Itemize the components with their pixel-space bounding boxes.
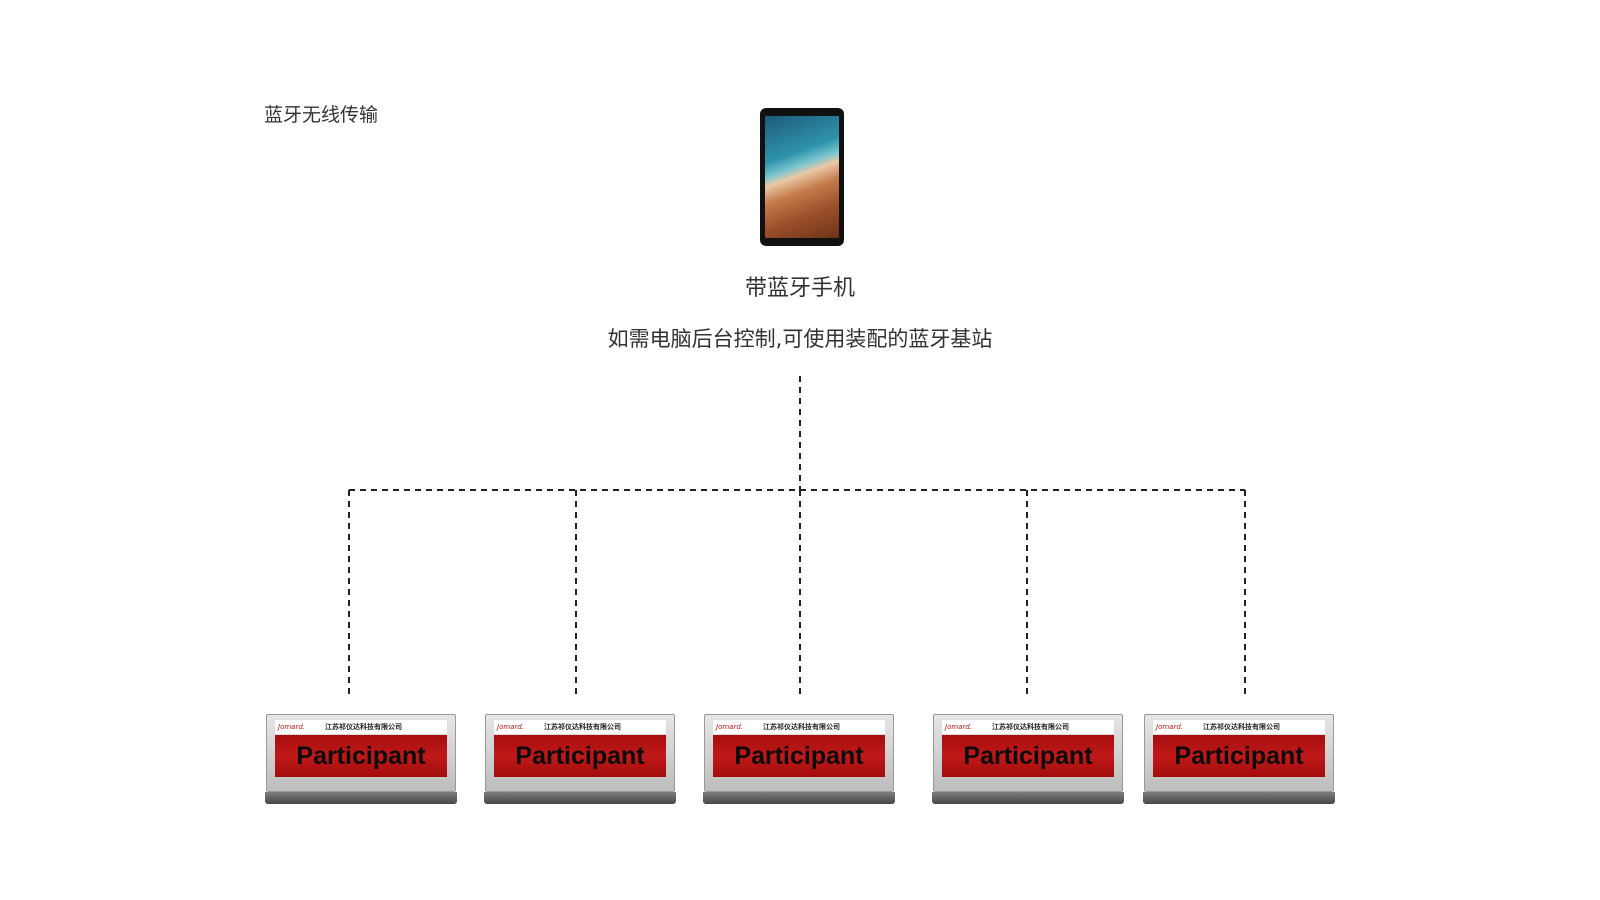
device-note: 如需电脑后台控制,可使用装配的蓝牙基站 [607,327,993,351]
badge-display-text: Participant [494,735,666,777]
device-label: 带蓝牙手机 [744,276,855,301]
badge-frame: Jomard. 江苏祁仪达科技有限公司 Participant [485,714,675,792]
badge-header: Jomard. 江苏祁仪达科技有限公司 [713,720,885,734]
badge-frame: Jomard. 江苏祁仪达科技有限公司 Participant [266,714,456,792]
section-label: 蓝牙无线传输 [264,104,379,126]
badge-company: 江苏祁仪达科技有限公司 [325,723,402,731]
badge-display-text: Participant [1153,735,1325,777]
badge-header: Jomard. 江苏祁仪达科技有限公司 [494,720,666,734]
badge-display-text: Participant [275,735,447,777]
badge-base [265,792,457,804]
badge-display-text: Participant [713,735,885,777]
name-badge-2: Jomard. 江苏祁仪达科技有限公司 Participant [484,714,676,806]
badge-frame: Jomard. 江苏祁仪达科技有限公司 Participant [1144,714,1334,792]
badge-logo: Jomard. [278,723,306,731]
badge-display-text: Participant [942,735,1114,777]
name-badge-1: Jomard. 江苏祁仪达科技有限公司 Participant [265,714,457,806]
badge-logo: Jomard. [716,723,744,731]
badge-frame: Jomard. 江苏祁仪达科技有限公司 Participant [704,714,894,792]
badge-header: Jomard. 江苏祁仪达科技有限公司 [1153,720,1325,734]
badge-company: 江苏祁仪达科技有限公司 [544,723,621,731]
badge-base [1143,792,1335,804]
tablet-screen [765,116,839,238]
badge-base [703,792,895,804]
badge-logo: Jomard. [497,723,525,731]
badge-logo: Jomard. [945,723,973,731]
badge-company: 江苏祁仪达科技有限公司 [763,723,840,731]
badge-company: 江苏祁仪达科技有限公司 [1203,723,1280,731]
name-badge-4: Jomard. 江苏祁仪达科技有限公司 Participant [932,714,1124,806]
badge-frame: Jomard. 江苏祁仪达科技有限公司 Participant [933,714,1123,792]
badge-company: 江苏祁仪达科技有限公司 [992,723,1069,731]
badge-header: Jomard. 江苏祁仪达科技有限公司 [942,720,1114,734]
name-badge-3: Jomard. 江苏祁仪达科技有限公司 Participant [703,714,895,806]
badge-base [484,792,676,804]
badge-base [932,792,1124,804]
badge-header: Jomard. 江苏祁仪达科技有限公司 [275,720,447,734]
badge-logo: Jomard. [1156,723,1184,731]
name-badge-5: Jomard. 江苏祁仪达科技有限公司 Participant [1143,714,1335,806]
tablet-icon [760,108,844,246]
